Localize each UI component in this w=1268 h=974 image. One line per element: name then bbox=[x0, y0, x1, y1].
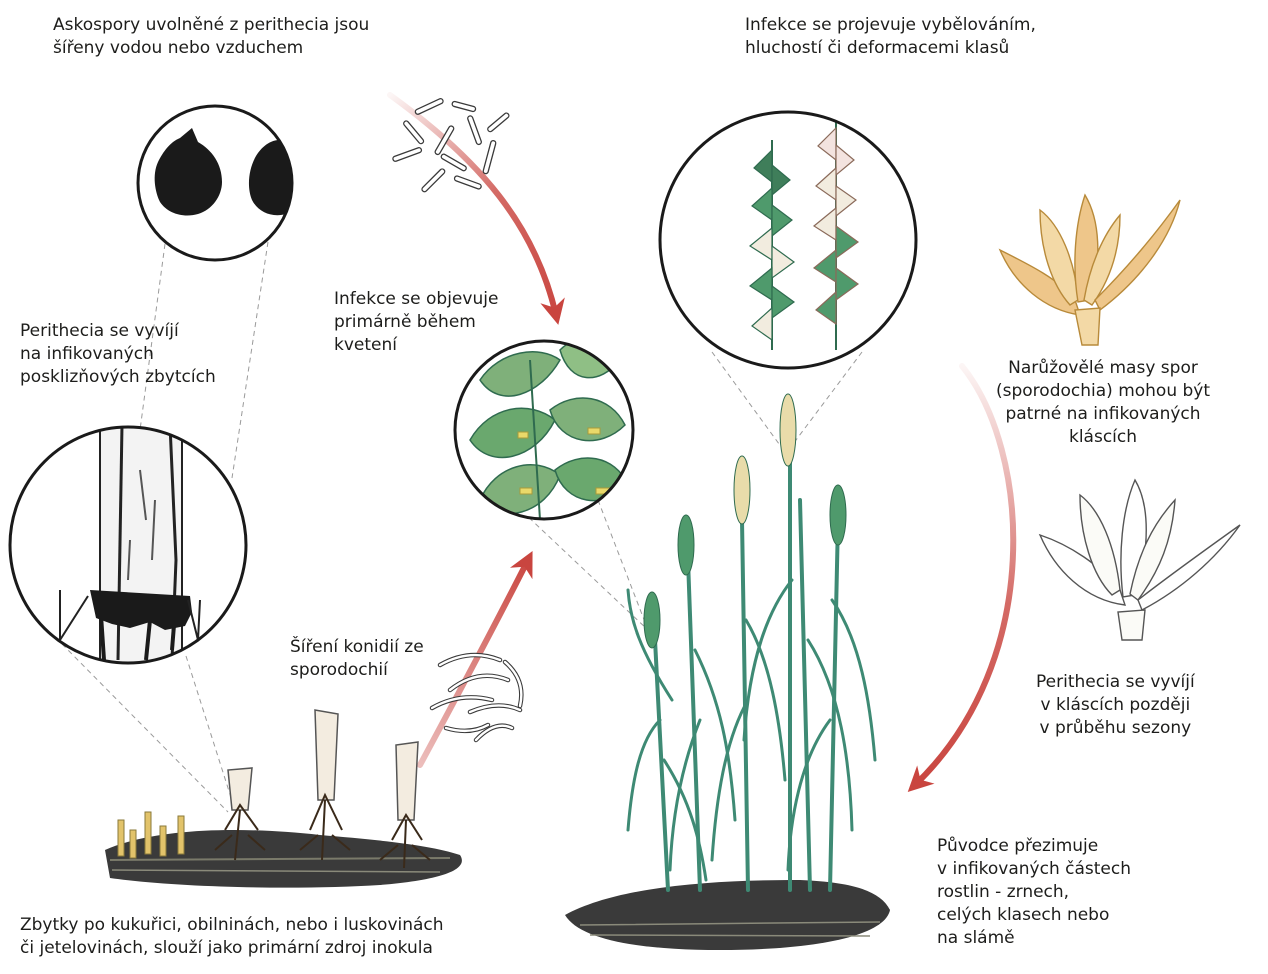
conidia-label: Šíření konidií ze sporodochií bbox=[290, 636, 424, 682]
perithecia-residue-label: Perithecia se vyvíjí na infikovaných pos… bbox=[20, 320, 216, 389]
residue-stub bbox=[228, 710, 418, 820]
infected-stem-magnified bbox=[10, 420, 246, 670]
symptoms-label: Infekce se projevuje vybělováním, hlucho… bbox=[745, 14, 1036, 60]
sporodochia-label: Narůžovělé masy spor (sporodochia) mohou… bbox=[996, 357, 1210, 449]
overwintering-label: Původce přezimuje v infikovaných částech… bbox=[937, 835, 1131, 950]
infected-spikelet-icon bbox=[1000, 195, 1180, 345]
perithecia-magnified bbox=[138, 106, 306, 260]
flowering-spike-magnified bbox=[455, 338, 633, 520]
residue-icon bbox=[105, 710, 462, 888]
perithecia-spikelets-label: Perithecia se vyvíjí v kláscích později … bbox=[1036, 671, 1195, 740]
flowering-label: Infekce se objevuje primárně během kvete… bbox=[334, 288, 498, 357]
infected-spikes-magnified bbox=[660, 112, 916, 368]
arrow-conidia-to-flowering bbox=[420, 560, 528, 765]
ascospores-label: Askospory uvolněné z perithecia jsou šíř… bbox=[53, 14, 369, 60]
bleached-spikelet-icon bbox=[1040, 480, 1240, 640]
residue-source-label: Zbytky po kukuřici, obilninách, nebo i l… bbox=[20, 914, 444, 960]
